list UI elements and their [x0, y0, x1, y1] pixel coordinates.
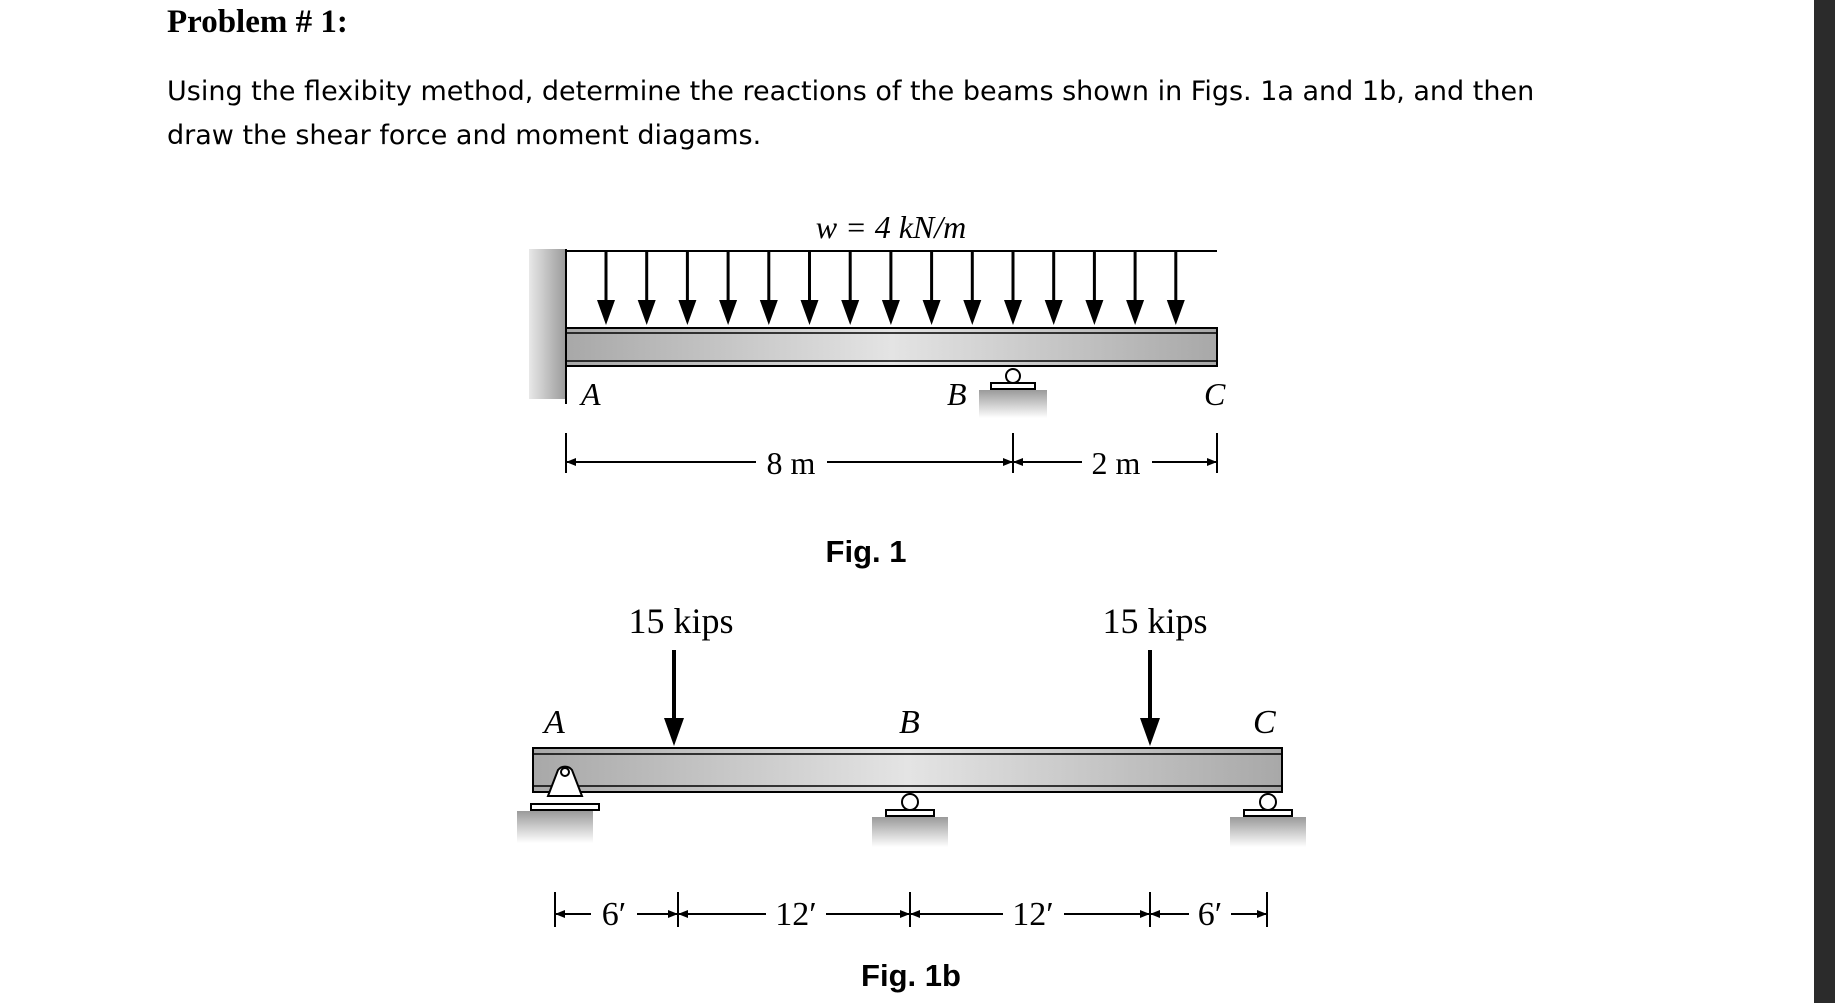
- load-arrow: [1166, 251, 1185, 325]
- problem-statement: Using the flexibity method, determine th…: [167, 70, 1617, 158]
- fig1-roller-support-b: [979, 368, 1047, 418]
- fig1-caption: Fig. 1: [826, 534, 907, 569]
- load-arrow: [1126, 251, 1145, 325]
- load-arrow: [881, 251, 900, 325]
- fig1-span-ab: 8 m: [767, 445, 816, 481]
- fig1b-label-a: A: [542, 704, 565, 741]
- fig1b-dim-3: 12′: [1012, 896, 1053, 933]
- fig1-diagram: w = 4 kN/m A B C 8 m 2 m Fig. 1: [529, 209, 1226, 569]
- fig1-distributed-load-arrows: [597, 251, 1185, 325]
- load-arrow: [719, 251, 738, 325]
- statement-line-1: Using the flexibity method, determine th…: [167, 76, 1535, 107]
- fig1-label-b: B: [947, 376, 967, 412]
- fig1-label-c: C: [1204, 376, 1226, 412]
- fig1b-dim-4: 6′: [1198, 896, 1222, 933]
- load-arrow: [1044, 251, 1063, 325]
- load-arrow: [597, 251, 615, 325]
- viewer-edge-bar: [1814, 0, 1835, 1003]
- load-arrow: [759, 251, 778, 325]
- statement-line-2: draw the shear force and moment diagams.: [167, 120, 762, 151]
- fig1b-point-load-left: [664, 650, 684, 746]
- load-arrow: [678, 251, 697, 325]
- fig1b-point-load-right: [1140, 650, 1160, 746]
- fig1b-diagram: 15 kips 15 kips A B C: [517, 601, 1306, 993]
- load-arrow: [922, 251, 941, 325]
- fig1-load-label: w = 4 kN/m: [816, 209, 966, 245]
- fig1-span-bc: 2 m: [1092, 445, 1141, 481]
- fig1b-label-c: C: [1253, 704, 1276, 741]
- fig1b-beam: [532, 747, 1283, 793]
- fig1b-caption: Fig. 1b: [861, 958, 961, 993]
- fig1b-dim-2: 12′: [775, 896, 816, 933]
- fig1-dimension-line: [565, 433, 1218, 473]
- fig1-label-a: A: [579, 376, 601, 412]
- load-arrow: [963, 251, 982, 325]
- load-arrow: [637, 251, 656, 325]
- fig1b-pin-support-a: [517, 765, 600, 843]
- fig1-beam: [565, 327, 1218, 367]
- load-arrow: [841, 251, 860, 325]
- fig1b-load-left-label: 15 kips: [628, 601, 733, 641]
- load-arrow: [800, 251, 819, 325]
- fig1b-roller-support-c: [1230, 793, 1306, 847]
- fig1b-load-right-label: 15 kips: [1102, 601, 1207, 641]
- problem-title: Problem # 1:: [167, 4, 348, 40]
- load-arrow: [1085, 251, 1104, 325]
- load-arrow: [1004, 251, 1022, 325]
- fig1-fixed-wall: [529, 249, 566, 399]
- fig1b-roller-support-b: [872, 793, 948, 847]
- fig1b-label-b: B: [899, 704, 920, 741]
- fig1b-dimension-line: [554, 892, 1268, 927]
- fig1b-dim-1: 6′: [602, 896, 626, 933]
